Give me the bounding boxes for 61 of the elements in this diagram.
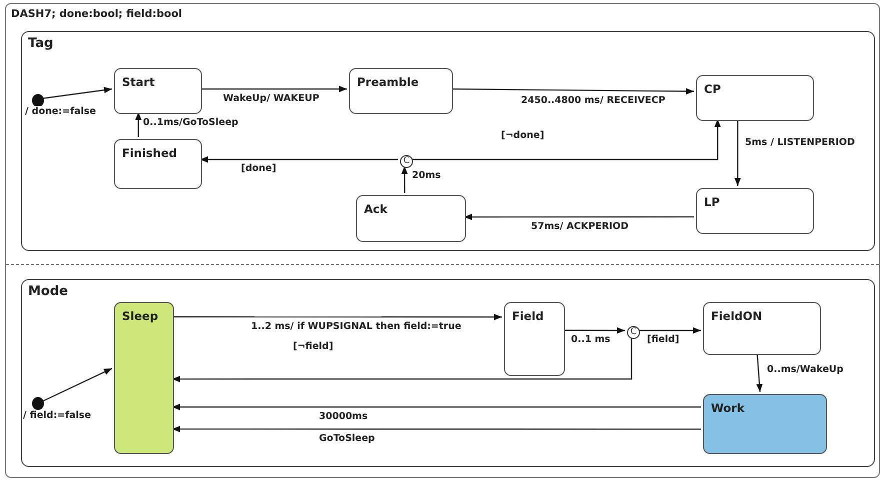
edge-label: [done]: [240, 163, 278, 175]
statechart-frame: [5, 3, 880, 478]
transition-arrow: [563, 327, 625, 334]
state-name: Start: [122, 75, 155, 89]
edge-label: 57ms/ ACKPERIOD: [530, 221, 630, 233]
state-name: LP: [704, 195, 720, 209]
transition-arrow: [172, 337, 632, 382]
state-name: Ack: [364, 202, 388, 216]
state-name: Field: [512, 309, 544, 323]
state-name: Sleep: [122, 309, 158, 323]
edge-label: [¬done]: [500, 130, 546, 142]
initial-state-dot: [32, 94, 44, 107]
edge-label: 1..2 ms/ if WUPSIGNAL then field:=true: [250, 321, 462, 333]
state-name: CP: [704, 82, 721, 96]
transition-arrow: [172, 404, 701, 410]
edge-label: WakeUp/ WAKEUP: [222, 93, 320, 105]
transition-arrow: [451, 88, 694, 95]
edge-label: / done:=false: [24, 106, 97, 118]
transition-arrow: [411, 119, 721, 160]
edge-label: 0..1ms/GoToSleep: [142, 117, 240, 129]
edge-label: / field:=false: [22, 410, 92, 422]
edge-label: [field]: [646, 334, 680, 346]
region-title: Mode: [28, 284, 68, 299]
transition-arrow: [401, 166, 408, 193]
transition-arrow: [464, 214, 694, 220]
initial-state-dot: [32, 397, 44, 410]
transition-arrow: [42, 86, 112, 100]
transition-arrow: [756, 352, 763, 392]
transition-arrow: [42, 368, 112, 402]
choice-junction: C: [627, 326, 640, 339]
transition-arrow: [200, 86, 347, 92]
state-name: Work: [711, 401, 744, 415]
state-box: [504, 302, 565, 376]
state-box: [349, 68, 453, 114]
edge-label: 5ms / LISTENPERIOD: [744, 137, 856, 149]
state-box: [114, 139, 202, 189]
transition-arrow: [172, 426, 701, 432]
state-box: [696, 188, 814, 234]
edge-label: [¬field]: [292, 341, 334, 353]
choice-junction: C: [400, 155, 413, 168]
region-title: Tag: [28, 36, 54, 51]
state-box: [696, 75, 814, 121]
state-box: [703, 302, 821, 355]
state-box: [114, 302, 174, 454]
state-box: [356, 195, 466, 242]
statechart-title: DASH7; done:bool; field:bool: [11, 8, 182, 20]
transition-arrow: [638, 327, 701, 334]
edge-label: GoToSleep: [318, 433, 376, 445]
transition-arrow: [172, 314, 502, 320]
edge-label: 2450..4800 ms/ RECEIVECP: [520, 95, 666, 107]
state-name: FieldON: [711, 309, 762, 323]
region-box: [21, 279, 875, 467]
transition-arrow: [734, 119, 741, 186]
state-name: Finished: [122, 146, 177, 160]
state-box: [114, 68, 202, 114]
edge-label: 0..ms/WakeUp: [766, 364, 844, 376]
transition-arrow: [135, 112, 142, 137]
state-box: [703, 394, 827, 454]
state-name: Preamble: [357, 75, 419, 89]
region-box: [21, 31, 875, 251]
transition-arrow: [200, 156, 398, 163]
